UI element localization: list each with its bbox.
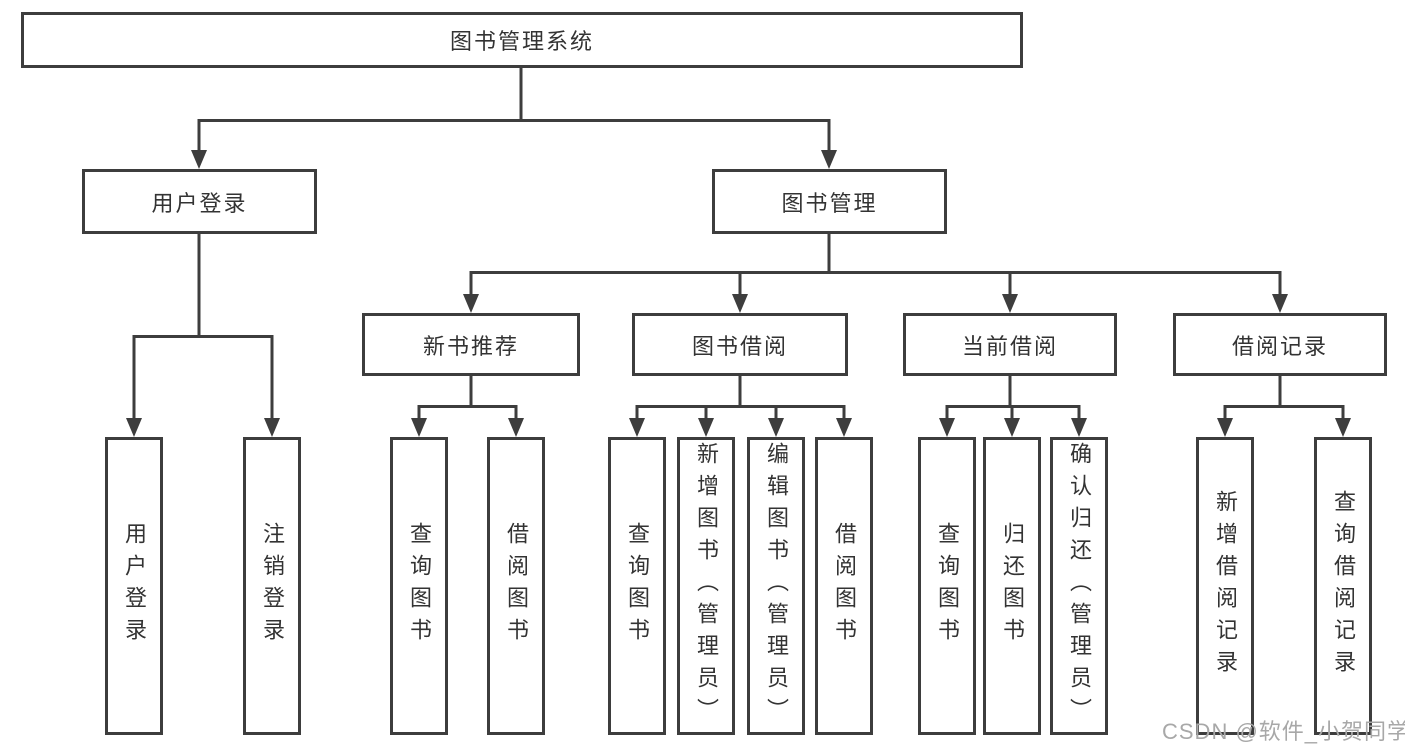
connector-user-login-children <box>132 234 274 420</box>
node-user-login: 用户登录 <box>82 169 317 234</box>
leaf-return-book: 归还图书 <box>983 437 1041 735</box>
arrow-to-leaf-confirm-return-admin <box>1071 418 1087 437</box>
arrow-to-book-management <box>821 150 837 169</box>
leaf-label: 查询图书 <box>625 522 650 650</box>
arrow-to-leaf-query-books-2 <box>629 418 645 437</box>
node-label: 图书管理系统 <box>449 29 594 54</box>
leaf-logout: 注销登录 <box>243 437 301 735</box>
node-label: 当前借阅 <box>961 333 1058 359</box>
arrow-to-leaf-add-book-admin <box>698 418 714 437</box>
arrow-to-leaf-logout <box>264 418 280 437</box>
leaf-label: 新增图书（管理员） <box>694 442 719 730</box>
leaf-label: 查询图书 <box>935 522 960 650</box>
node-book-borrowing: 图书借阅 <box>632 313 848 376</box>
connector-level3-children <box>417 376 1345 420</box>
arrow-to-leaf-return-book <box>1004 418 1020 437</box>
arrow-to-leaf-borrow-books-1 <box>508 418 524 437</box>
node-new-book-recommendation: 新书推荐 <box>362 313 580 376</box>
node-label: 新书推荐 <box>422 333 519 359</box>
leaf-query-borrow-record: 查询借阅记录 <box>1314 437 1372 735</box>
leaf-confirm-return-admin: 确认归还（管理员） <box>1050 437 1108 735</box>
arrow-to-borrowing-records <box>1272 294 1288 313</box>
leaf-label: 借阅图书 <box>832 522 857 650</box>
arrow-to-leaf-add-borrow-record <box>1217 418 1233 437</box>
leaf-query-books-3: 查询图书 <box>918 437 976 735</box>
leaf-add-book-admin: 新增图书（管理员） <box>677 437 735 735</box>
leaf-add-borrow-record: 新增借阅记录 <box>1196 437 1254 735</box>
node-label: 图书借阅 <box>691 333 788 359</box>
node-label: 图书管理 <box>781 190 878 216</box>
node-borrowing-records: 借阅记录 <box>1173 313 1387 376</box>
leaf-label: 确认归还（管理员） <box>1067 442 1092 730</box>
leaf-label: 查询图书 <box>407 522 432 650</box>
node-current-borrowing: 当前借阅 <box>903 313 1117 376</box>
leaf-label: 新增借阅记录 <box>1213 490 1238 682</box>
arrow-to-leaf-user-login <box>126 418 142 437</box>
node-library-management-system: 图书管理系统 <box>21 12 1023 68</box>
leaf-borrow-books-1: 借阅图书 <box>487 437 545 735</box>
arrow-to-user-login <box>191 150 207 169</box>
connector-root-to-level2 <box>197 65 831 152</box>
leaf-label: 编辑图书（管理员） <box>764 442 789 730</box>
leaf-query-books-1: 查询图书 <box>390 437 448 735</box>
node-label: 借阅记录 <box>1231 333 1328 359</box>
leaf-label: 用户登录 <box>122 522 147 650</box>
leaf-label: 借阅图书 <box>504 522 529 650</box>
leaf-edit-book-admin: 编辑图书（管理员） <box>747 437 805 735</box>
leaf-query-books-2: 查询图书 <box>608 437 666 735</box>
leaf-label: 注销登录 <box>260 522 285 650</box>
csdn-watermark: CSDN @软件_小贺同学 <box>1162 719 1405 744</box>
arrow-to-new-book-recommendation <box>463 294 479 313</box>
connector-book-management-to-level3 <box>469 234 1282 296</box>
arrow-to-leaf-query-borrow-record <box>1335 418 1351 437</box>
arrow-to-book-borrowing <box>732 294 748 313</box>
leaf-label: 查询借阅记录 <box>1331 490 1356 682</box>
leaf-label: 归还图书 <box>1000 522 1025 650</box>
arrow-to-leaf-borrow-books-2 <box>836 418 852 437</box>
arrow-to-leaf-query-books-1 <box>411 418 427 437</box>
leaf-user-login: 用户登录 <box>105 437 163 735</box>
arrow-to-current-borrowing <box>1002 294 1018 313</box>
node-book-management: 图书管理 <box>712 169 947 234</box>
leaf-borrow-books-2: 借阅图书 <box>815 437 873 735</box>
arrow-to-leaf-query-books-3 <box>939 418 955 437</box>
arrow-to-leaf-edit-book-admin <box>768 418 784 437</box>
node-label: 用户登录 <box>151 190 248 216</box>
